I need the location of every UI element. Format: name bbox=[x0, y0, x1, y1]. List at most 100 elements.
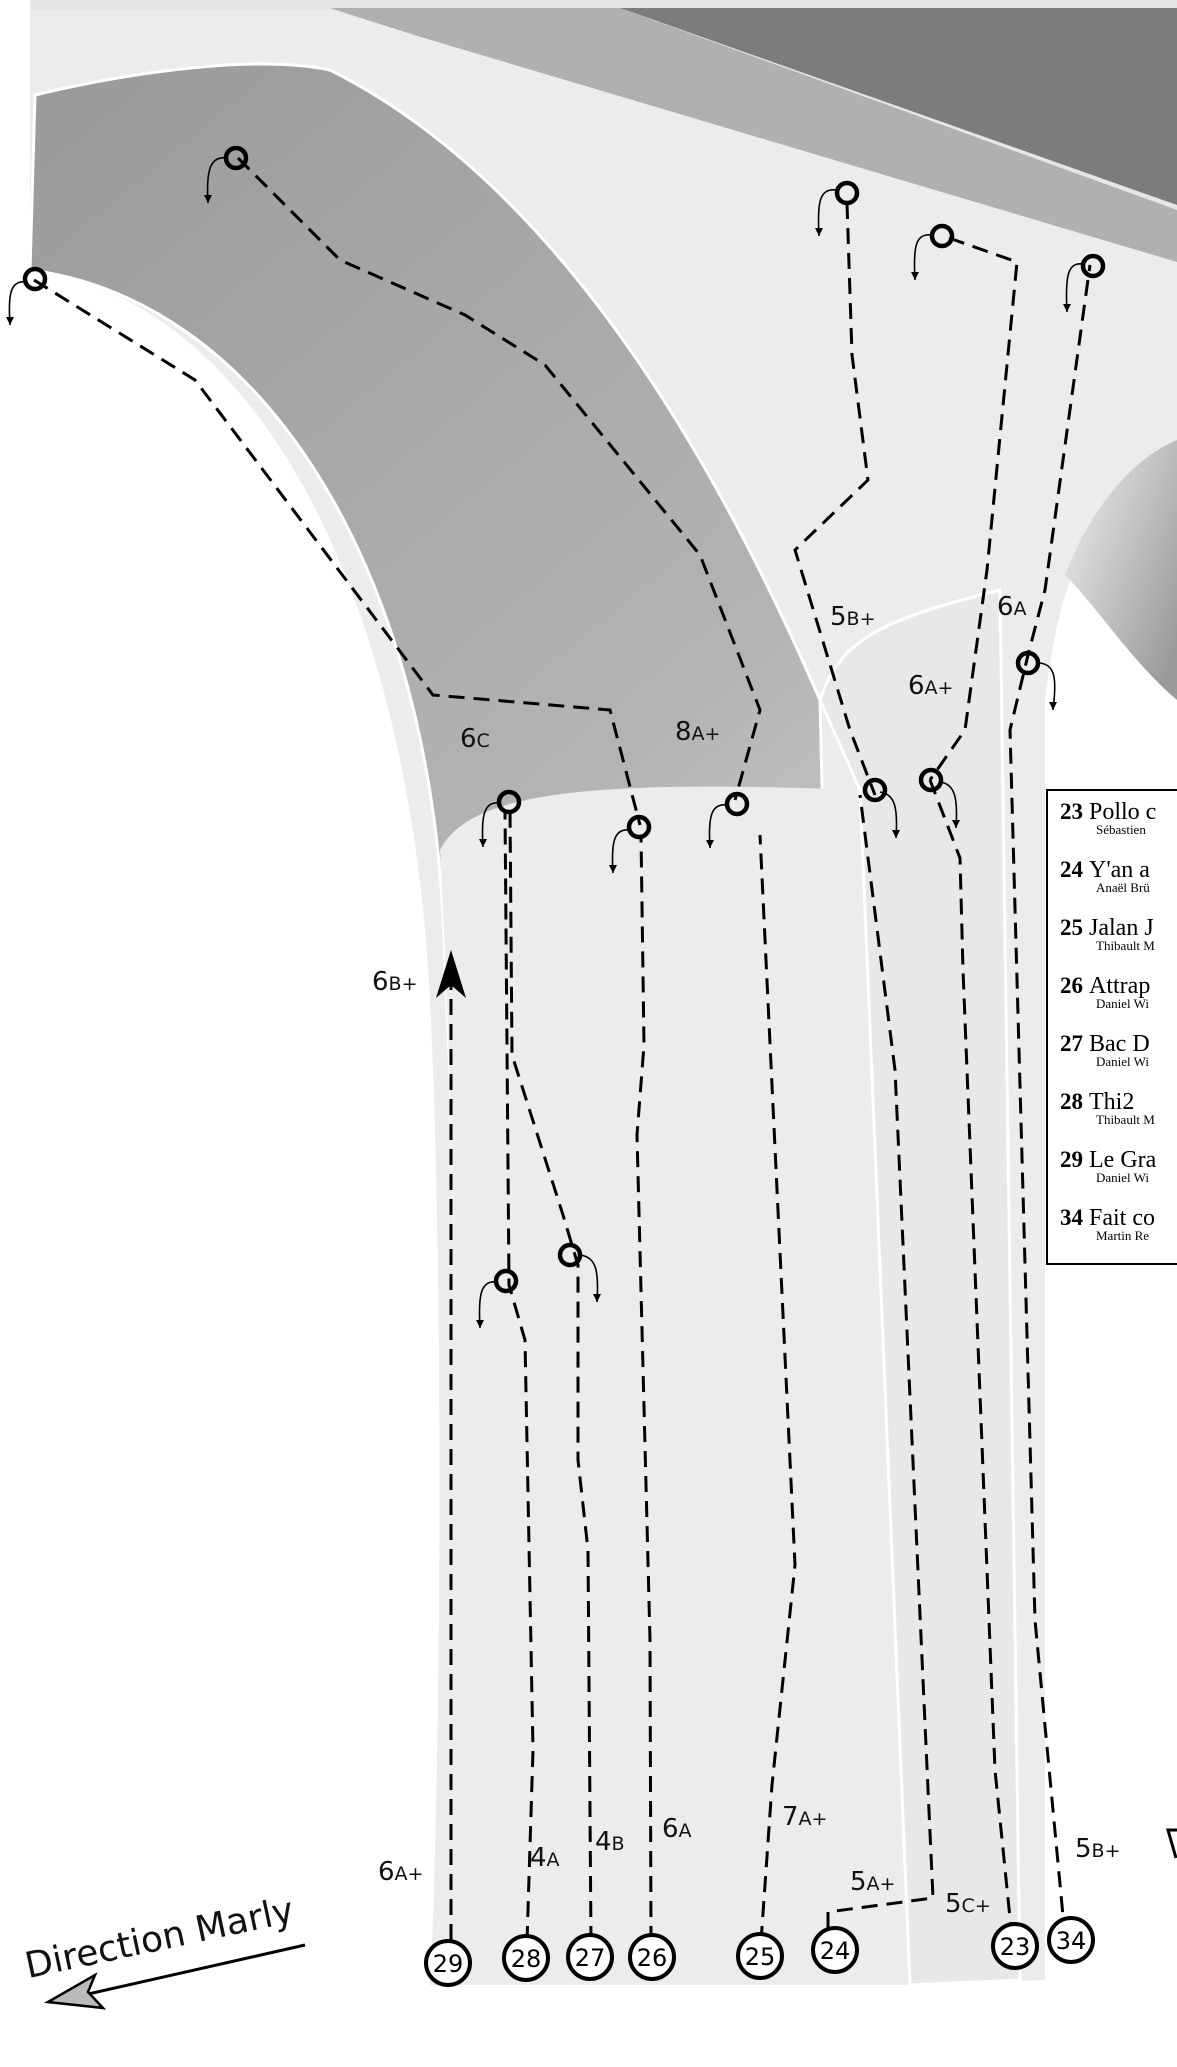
route-number: 26 bbox=[637, 1944, 668, 1972]
route-marker-29: 29 bbox=[424, 1939, 472, 1987]
anchor-icon bbox=[496, 789, 522, 815]
anchors bbox=[22, 145, 1106, 1294]
route-line-23 bbox=[928, 779, 1014, 1939]
legend-author: Thibault M bbox=[1096, 1112, 1155, 1127]
anchor-icon bbox=[834, 180, 860, 206]
route-number: 27 bbox=[575, 1944, 606, 1972]
anchor-icon bbox=[1080, 253, 1106, 279]
route-line-28 bbox=[503, 809, 535, 1943]
anchor-icon bbox=[557, 1242, 583, 1268]
rock-lower-light bbox=[440, 786, 905, 1986]
legend-author: Anaël Brü bbox=[1096, 880, 1150, 895]
route-number: 25 bbox=[745, 1943, 776, 1971]
legend-number: 28 bbox=[1060, 1089, 1083, 1114]
legend-number: 26 bbox=[1060, 973, 1083, 998]
grade-label: 6A bbox=[662, 1814, 692, 1844]
legend-route-name: Y'an a bbox=[1089, 857, 1150, 883]
legend-route-name: Le Gra bbox=[1089, 1147, 1157, 1173]
grade-label: 4B bbox=[595, 1827, 625, 1857]
route-marker-24: 24 bbox=[811, 1926, 859, 1974]
grade-label: 8A+ bbox=[675, 717, 720, 747]
route-arrow-icon bbox=[436, 950, 466, 998]
legend-author: Daniel Wi bbox=[1096, 1170, 1150, 1185]
route-line-25 bbox=[758, 834, 797, 1943]
legend-number: 29 bbox=[1060, 1147, 1083, 1172]
legend-number: 27 bbox=[1060, 1031, 1083, 1056]
lower-off-arrows bbox=[6, 156, 1084, 1329]
grade-label: 6B+ bbox=[372, 967, 418, 997]
route-marker-25: 25 bbox=[736, 1932, 784, 1980]
route-number: 24 bbox=[820, 1937, 851, 1965]
legend-route-name: Jalan J bbox=[1089, 915, 1154, 941]
legend-route-name: Bac D bbox=[1089, 1031, 1150, 1057]
lower-off-arrow bbox=[1065, 263, 1084, 313]
route-number: 28 bbox=[511, 1945, 542, 1973]
grade-label: 7A+ bbox=[782, 1802, 827, 1832]
anchor-icon bbox=[724, 791, 750, 817]
lower-off-arrow bbox=[913, 234, 933, 281]
rock-right-bulge bbox=[1065, 440, 1177, 700]
grade-labels: 6B+ 6C 8A+ 5B+ 6A+ 6A 6A+ 4A 4B 6A 7A+ 5… bbox=[372, 592, 1121, 1919]
legend-number: 23 bbox=[1060, 799, 1083, 824]
anchor-icon bbox=[929, 223, 955, 249]
grade-label: 5C+ bbox=[945, 1889, 991, 1919]
route-line-34 bbox=[1008, 264, 1092, 1938]
legend-author: Martin Re bbox=[1096, 1228, 1150, 1243]
anchor-icon bbox=[862, 777, 888, 803]
legend-route-name: Thi2 bbox=[1089, 1089, 1135, 1115]
route-line-26 bbox=[635, 834, 653, 1943]
legend-route-name: Pollo c bbox=[1089, 799, 1157, 825]
route-number: 29 bbox=[433, 1950, 464, 1978]
route-marker-27: 27 bbox=[566, 1933, 614, 1981]
legend-author: Sébastien bbox=[1096, 822, 1146, 837]
route-lines bbox=[33, 156, 1092, 1943]
grade-label: 5B+ bbox=[830, 602, 876, 632]
legend-number: 24 bbox=[1060, 857, 1083, 882]
lower-off-arrow bbox=[478, 1281, 498, 1329]
legend-route-name: Attrap bbox=[1089, 973, 1151, 999]
anchor-icon bbox=[626, 814, 652, 840]
sign-edge bbox=[1166, 1828, 1177, 1859]
legend-route-name: Fait co bbox=[1089, 1205, 1155, 1231]
grade-label: 6A+ bbox=[908, 671, 953, 701]
route-line-25-upper bbox=[793, 202, 877, 796]
route-marker-23: 23 bbox=[991, 1922, 1039, 1970]
rock-top-dark bbox=[620, 8, 1177, 205]
grade-label: 5A+ bbox=[850, 1867, 895, 1897]
grade-label: 6A+ bbox=[378, 1857, 423, 1887]
legend-number: 25 bbox=[1060, 915, 1083, 940]
route-marker-34: 34 bbox=[1047, 1916, 1095, 1964]
grade-label: 4A bbox=[530, 1843, 560, 1873]
legend-number: 34 bbox=[1060, 1205, 1083, 1230]
route-line-23-upper bbox=[928, 236, 1019, 781]
anchor-icon bbox=[223, 145, 249, 171]
lower-off-arrow bbox=[817, 189, 838, 237]
grade-label: 6A bbox=[997, 592, 1027, 622]
route-marker-26: 26 bbox=[628, 1933, 676, 1981]
route-number: 23 bbox=[1000, 1933, 1031, 1961]
route-line-26-upper bbox=[236, 156, 762, 801]
route-marker-28: 28 bbox=[502, 1934, 550, 1982]
anchor-icon bbox=[493, 1268, 519, 1294]
lower-off-arrow bbox=[206, 156, 229, 204]
grade-label: 6C bbox=[460, 724, 490, 754]
route-line-29 bbox=[33, 278, 642, 826]
legend-author: Thibault M bbox=[1096, 938, 1155, 953]
direction-arrow-icon bbox=[44, 1943, 306, 2010]
route-line-27 bbox=[508, 809, 593, 1943]
route-line-24 bbox=[826, 794, 935, 1928]
grade-label: 5B+ bbox=[1075, 1834, 1121, 1864]
anchor-icon bbox=[918, 767, 944, 793]
route-number: 34 bbox=[1056, 1927, 1087, 1955]
anchor-icon bbox=[1015, 650, 1041, 676]
